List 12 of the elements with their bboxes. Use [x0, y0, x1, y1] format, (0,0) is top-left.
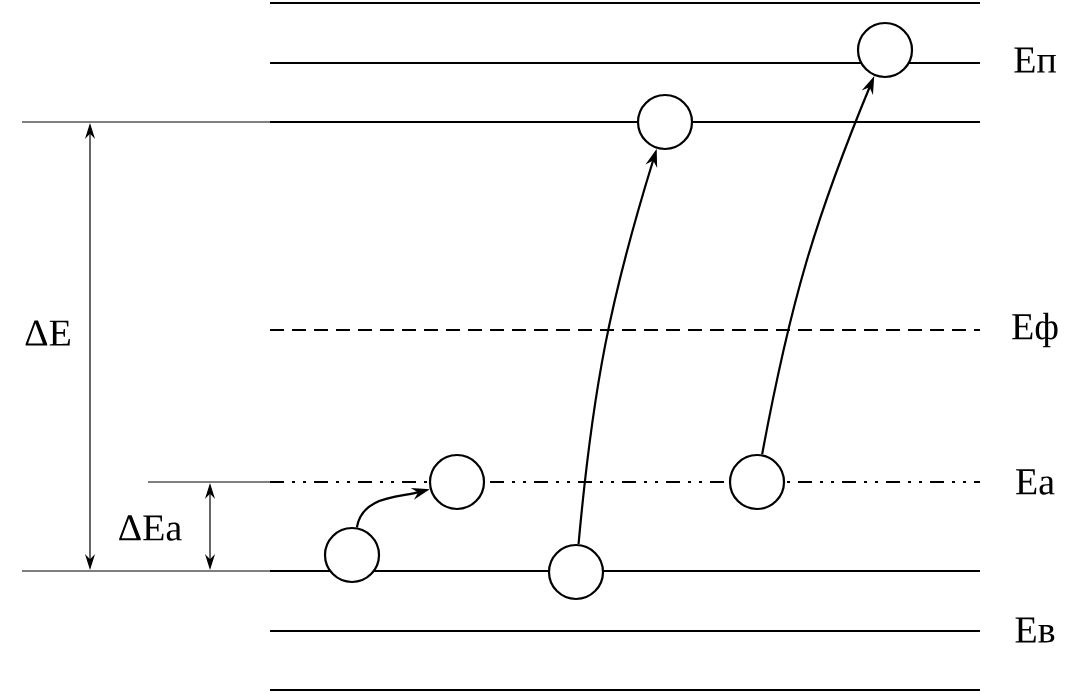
particle-circle: [323, 526, 381, 584]
dimension-label: ΔE: [25, 320, 70, 346]
particle-circle: [856, 21, 914, 79]
level-label: Eф: [1012, 312, 1058, 348]
particle-circle: [636, 93, 694, 151]
level-label: Ea: [1016, 469, 1055, 495]
particle-circle: [728, 453, 786, 511]
dimension-label: ΔEa: [119, 515, 182, 541]
particle-circle: [547, 543, 605, 601]
level-label: Eп: [1014, 47, 1056, 73]
particle-circle: [428, 453, 486, 511]
level-label: Eв: [1015, 617, 1055, 643]
